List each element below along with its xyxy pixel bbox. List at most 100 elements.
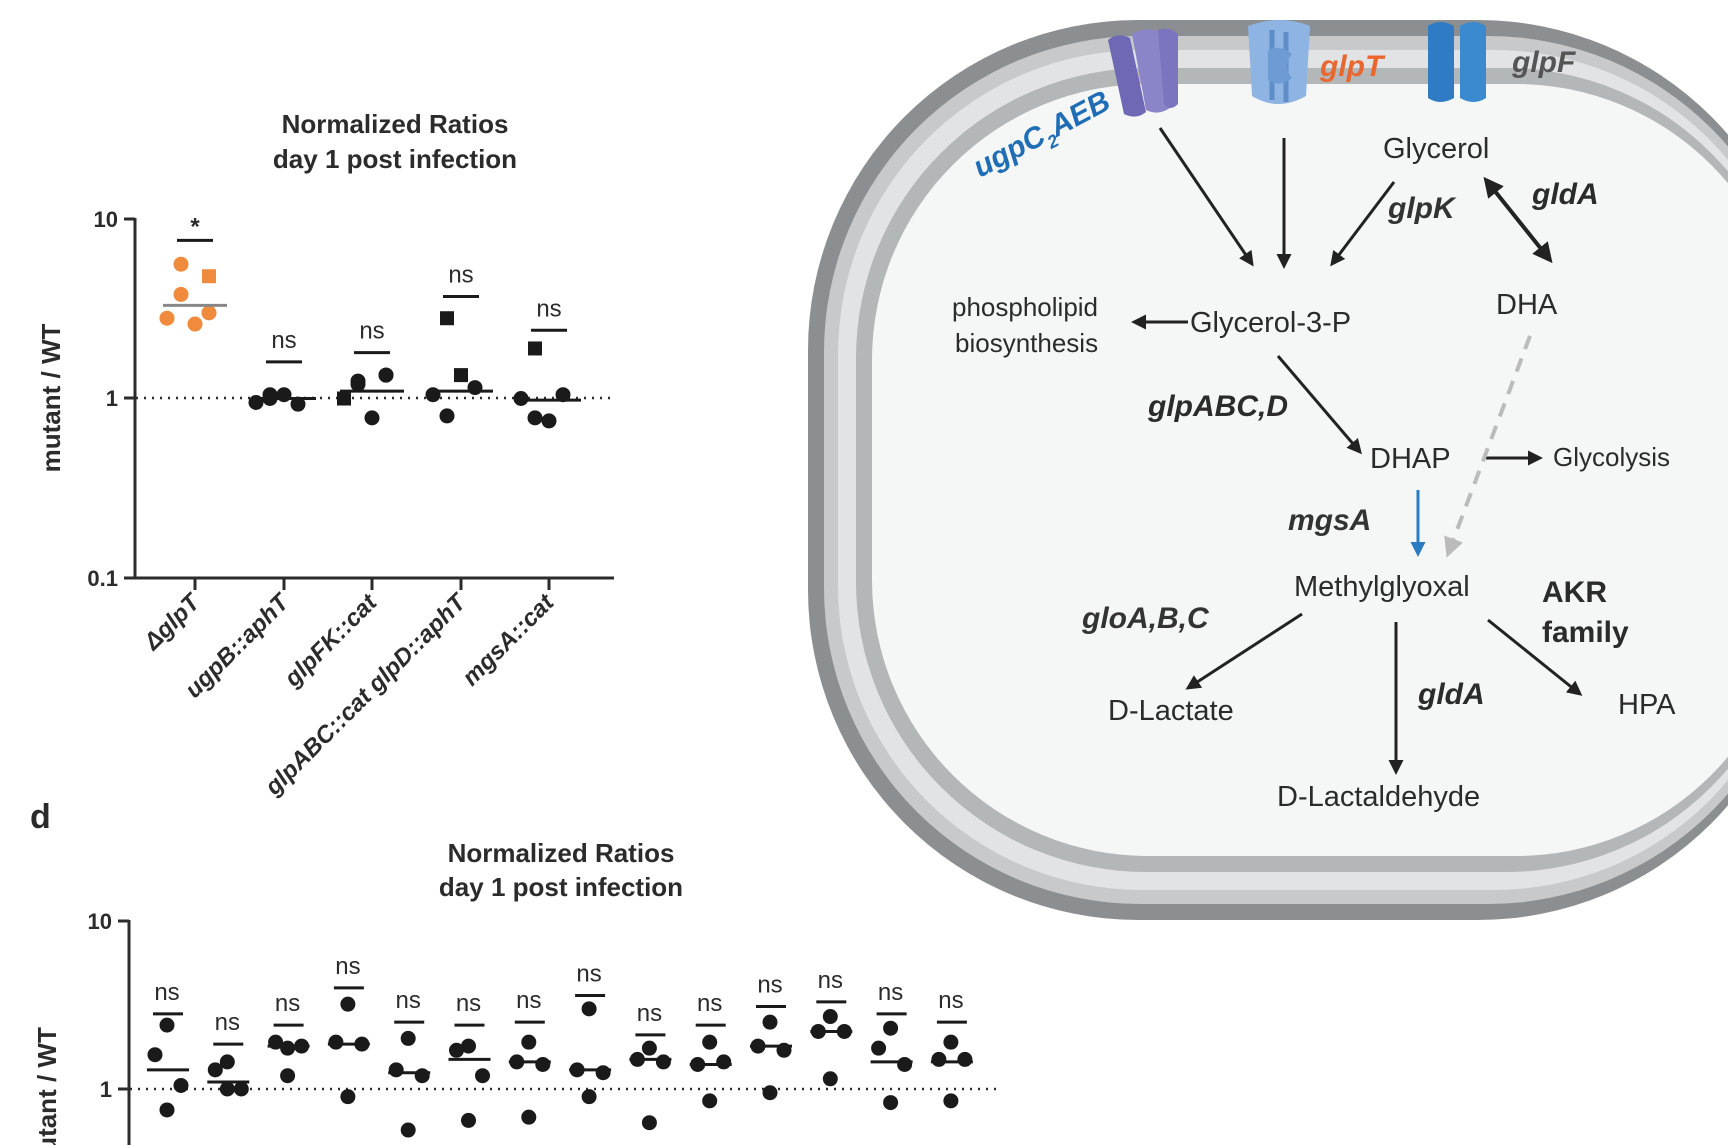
bottom-significance-label: ns — [878, 979, 903, 1006]
bottom-chart-title-line-1: Normalized Ratios — [448, 838, 675, 868]
bottom-significance-label: ns — [757, 971, 782, 998]
metabolite-dha: DHA — [1496, 289, 1558, 321]
bottom-data-point — [461, 1038, 476, 1054]
panel-letter-d: d — [30, 798, 51, 836]
top-data-point — [159, 310, 175, 326]
bottom-data-point — [641, 1040, 657, 1056]
glpt-transporter-icon — [1248, 20, 1310, 104]
bottom-data-point — [641, 1115, 657, 1131]
bottom-data-point — [219, 1054, 235, 1070]
bottom-data-point — [716, 1054, 732, 1070]
enzyme-akr-line1: AKR — [1542, 576, 1607, 609]
bottom-y-axis-label: utant / WT — [32, 1027, 62, 1145]
phospholipid-label-1: phospholipid — [952, 292, 1098, 322]
bottom-data-point — [883, 1095, 899, 1111]
metabolite-glycerol: Glycerol — [1383, 133, 1489, 165]
bottom-data-point — [475, 1068, 490, 1084]
bottom-data-point — [702, 1093, 718, 1109]
top-category-label: mgsA::cat — [457, 588, 560, 691]
top-y-axis-label: mutant / WT — [36, 324, 66, 473]
bottom-data-point — [897, 1056, 913, 1072]
cell-cytoplasm — [872, 84, 1728, 856]
bottom-data-point — [219, 1081, 235, 1097]
top-data-point — [513, 391, 529, 406]
top-data-point — [173, 256, 189, 272]
bottom-significance-label: ns — [516, 987, 541, 1014]
arrow-glycerol-dha — [1483, 176, 1553, 264]
top-significance-label: ns — [359, 318, 384, 345]
bottom-data-point — [400, 1030, 416, 1046]
arrow-mg-to-hpa — [1487, 618, 1583, 696]
top-y-tick-label-1: 1 — [106, 386, 118, 411]
top-significance-label: ns — [536, 295, 561, 322]
bottom-data-point — [340, 1089, 356, 1105]
pathway-arrows — [1131, 127, 1583, 775]
top-category-label: ΔglpT — [138, 587, 207, 656]
bottom-significance-label: ns — [637, 1000, 662, 1027]
bottom-data-point — [943, 1093, 959, 1109]
bottom-data-point — [943, 1034, 959, 1050]
top-chart-marks: ΔglpT*ugpB::aphTnsglpFK::catnsglpABC::ca… — [138, 213, 581, 801]
top-y-tick-label-10: 10 — [94, 207, 118, 232]
bottom-data-point — [233, 1081, 249, 1097]
phospholipid-label-2: biosynthesis — [955, 328, 1098, 358]
arrow-g3p-to-dhap — [1276, 355, 1362, 455]
metabolite-methylglyoxal: Methylglyoxal — [1294, 571, 1470, 603]
enzyme-glda-top: gldA — [1531, 178, 1599, 211]
top-data-point — [425, 387, 441, 403]
top-data-point — [528, 341, 542, 356]
bottom-data-point — [581, 1001, 597, 1017]
top-significance-label: ns — [271, 327, 296, 354]
top-data-point — [202, 269, 216, 284]
bottom-significance-label: ns — [456, 990, 481, 1017]
top-data-point — [378, 367, 394, 383]
metabolite-dhap: DHAP — [1370, 443, 1451, 475]
top-data-point — [555, 387, 571, 403]
top-data-point — [201, 305, 217, 321]
ugp-transporter-icon — [1108, 28, 1178, 117]
bottom-data-point — [521, 1034, 537, 1050]
bottom-significance-label: ns — [335, 953, 360, 980]
top-chart-title-line-2: day 1 post infection — [273, 144, 517, 174]
bottom-significance-label: ns — [275, 990, 300, 1017]
top-data-point — [454, 368, 468, 383]
bottom-data-point — [173, 1077, 189, 1093]
bottom-significance-label: ns — [396, 987, 421, 1014]
bottom-significance-label: ns — [215, 1009, 240, 1036]
top-chart-title-line-1: Normalized Ratios — [282, 109, 509, 139]
top-y-tick-label-0.1: 0.1 — [87, 566, 118, 591]
enzyme-gloabc: gloA,B,C — [1081, 602, 1210, 635]
bottom-data-point — [280, 1040, 296, 1056]
bottom-data-point — [521, 1109, 537, 1125]
bottom-data-point — [702, 1034, 718, 1050]
bottom-significance-label: ns — [154, 979, 179, 1006]
bottom-data-point — [340, 996, 356, 1012]
glpf-transporter-icon — [1428, 22, 1486, 102]
bottom-data-point — [449, 1042, 464, 1058]
top-data-point — [173, 286, 189, 302]
top-data-point — [440, 311, 454, 326]
arrow-dha-to-methylglyoxal — [1444, 335, 1532, 558]
enzyme-mgsa: mgsA — [1288, 504, 1371, 537]
bottom-data-point — [655, 1054, 671, 1070]
bottom-data-point — [159, 1102, 175, 1118]
bottom-data-point — [883, 1020, 899, 1036]
bottom-data-point — [328, 1034, 344, 1050]
enzyme-akr-line2: family — [1542, 616, 1629, 649]
bottom-y-tick-label-10: 10 — [88, 909, 112, 934]
bottom-data-point — [147, 1047, 163, 1063]
bottom-data-point — [931, 1051, 947, 1067]
bottom-significance-label: ns — [938, 987, 963, 1014]
top-significance-label: ns — [448, 262, 473, 289]
arrow-mg-to-d-lactate — [1185, 612, 1303, 690]
top-chart: Normalized Ratios day 1 post infection m… — [36, 109, 614, 801]
top-data-point — [439, 408, 455, 424]
glpf-gene-label: glpF — [1511, 46, 1576, 79]
top-data-point — [350, 376, 366, 392]
bottom-data-point — [414, 1068, 430, 1084]
arrow-ugp-to-g3p — [1158, 127, 1254, 267]
top-data-point — [364, 410, 380, 426]
top-data-point — [467, 380, 483, 396]
top-data-point — [187, 316, 203, 332]
glycolysis-label: Glycolysis — [1553, 442, 1670, 472]
